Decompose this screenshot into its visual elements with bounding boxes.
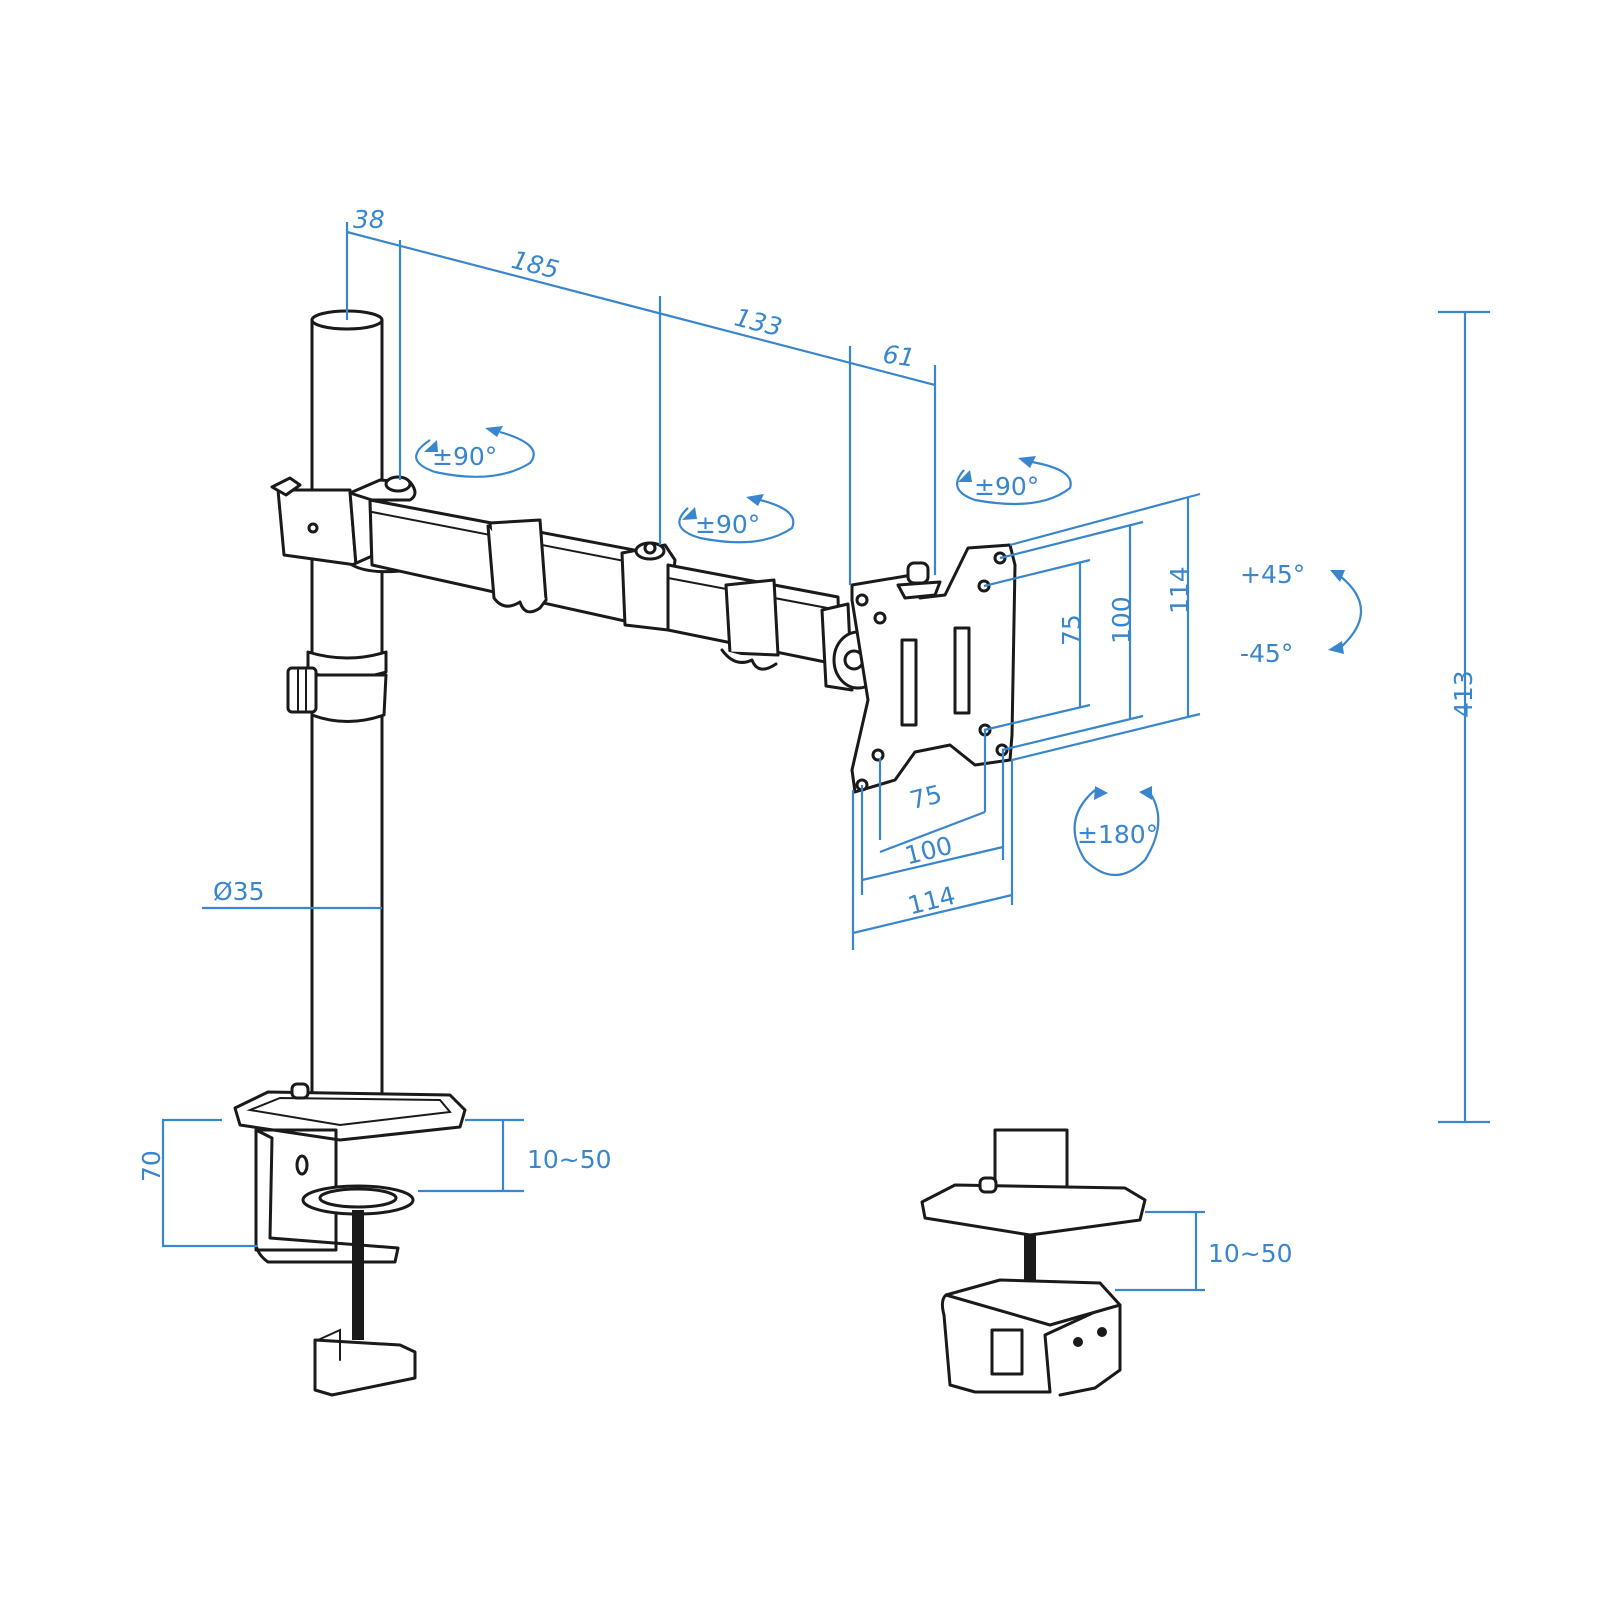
label-rotation-elbow: ±90° bbox=[695, 510, 760, 539]
c-clamp bbox=[233, 1082, 467, 1397]
label-arm-segment-2: 133 bbox=[732, 303, 785, 343]
clamp-screw bbox=[352, 1210, 364, 1340]
label-tilt-down: -45° bbox=[1240, 639, 1293, 668]
vesa-slot-left bbox=[900, 638, 918, 727]
label-tilt-up: +45° bbox=[1240, 560, 1305, 589]
label-vesa-v-75: 75 bbox=[1057, 614, 1086, 646]
vesa-plate bbox=[850, 543, 1017, 794]
rotate-arrow-icon bbox=[415, 426, 535, 478]
label-vesa-h-75: 75 bbox=[907, 779, 945, 815]
tilt-arrow-icon bbox=[1328, 570, 1363, 654]
label-head-offset: 61 bbox=[881, 339, 917, 372]
rotate-arrow-icon bbox=[956, 456, 1072, 506]
clamp-detail bbox=[920, 1128, 1147, 1397]
label-clamp-height: 70 bbox=[137, 1150, 166, 1182]
label-rotation-pole: ±90° bbox=[432, 442, 497, 471]
label-vesa-h-100: 100 bbox=[902, 831, 955, 871]
label-grommet-range: 10~50 bbox=[1208, 1239, 1293, 1268]
vesa-slot-right bbox=[953, 626, 971, 715]
label-pole-diameter: Ø35 bbox=[213, 877, 265, 906]
label-vesa-v-114: 114 bbox=[1165, 566, 1194, 614]
detail-screw bbox=[1024, 1235, 1036, 1293]
label-vesa-h-114: 114 bbox=[905, 881, 958, 921]
vesa-hole bbox=[855, 593, 869, 607]
cable-clip-2 bbox=[724, 578, 780, 657]
dimension-lines bbox=[161, 222, 1490, 1292]
rotate-180-arrow-icon bbox=[1073, 786, 1160, 876]
collar-knob bbox=[286, 666, 318, 714]
rotate-arrow-icon bbox=[678, 494, 795, 544]
pole bbox=[286, 309, 388, 1102]
height-collar bbox=[310, 673, 388, 723]
rotation-indicators bbox=[415, 426, 1363, 876]
vesa-hole bbox=[871, 748, 885, 762]
label-rotation-180: ±180° bbox=[1077, 820, 1158, 849]
detail-top-plate bbox=[920, 1183, 1147, 1237]
label-vesa-v-100: 100 bbox=[1107, 596, 1136, 644]
label-clamp-range: 10~50 bbox=[527, 1145, 612, 1174]
label-arm-segment-1: 185 bbox=[509, 245, 562, 285]
dimension-labels: 38 185 133 61 ±90° ±90° ±90° +45° -45° ±… bbox=[137, 205, 1478, 1268]
vesa-hole bbox=[873, 611, 887, 625]
clamp-handle bbox=[313, 1338, 417, 1397]
label-pole-offset: 38 bbox=[353, 205, 385, 234]
label-rotation-head: ±90° bbox=[974, 472, 1039, 501]
label-pole-height: 413 bbox=[1449, 670, 1478, 718]
arm bbox=[270, 475, 884, 692]
